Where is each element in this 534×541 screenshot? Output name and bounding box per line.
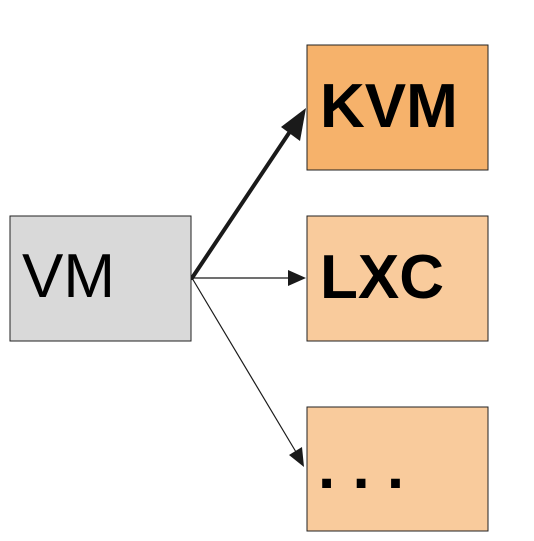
node-lxc-box	[306, 215, 489, 342]
edge-vm-to-lxc-arrowhead	[288, 270, 306, 286]
edge-vm-to-kvm	[190, 125, 295, 280]
edge-vm-to-kvm-arrowhead	[281, 108, 306, 141]
node-vm: VM	[9, 215, 192, 342]
node-more-box	[306, 406, 489, 532]
edges	[190, 108, 306, 467]
node-kvm: KVM	[306, 44, 489, 171]
node-more: . . .	[306, 406, 489, 532]
node-lxc: LXC	[306, 215, 489, 342]
node-more-label: . . .	[318, 433, 404, 502]
node-kvm-box	[306, 44, 489, 171]
edge-vm-to-more-arrowhead	[289, 447, 304, 467]
node-vm-label: VM	[22, 242, 115, 311]
node-vm-box	[9, 215, 192, 342]
node-lxc-label: LXC	[320, 243, 444, 312]
node-kvm-label: KVM	[320, 72, 458, 141]
edge-vm-to-more	[191, 277, 297, 453]
